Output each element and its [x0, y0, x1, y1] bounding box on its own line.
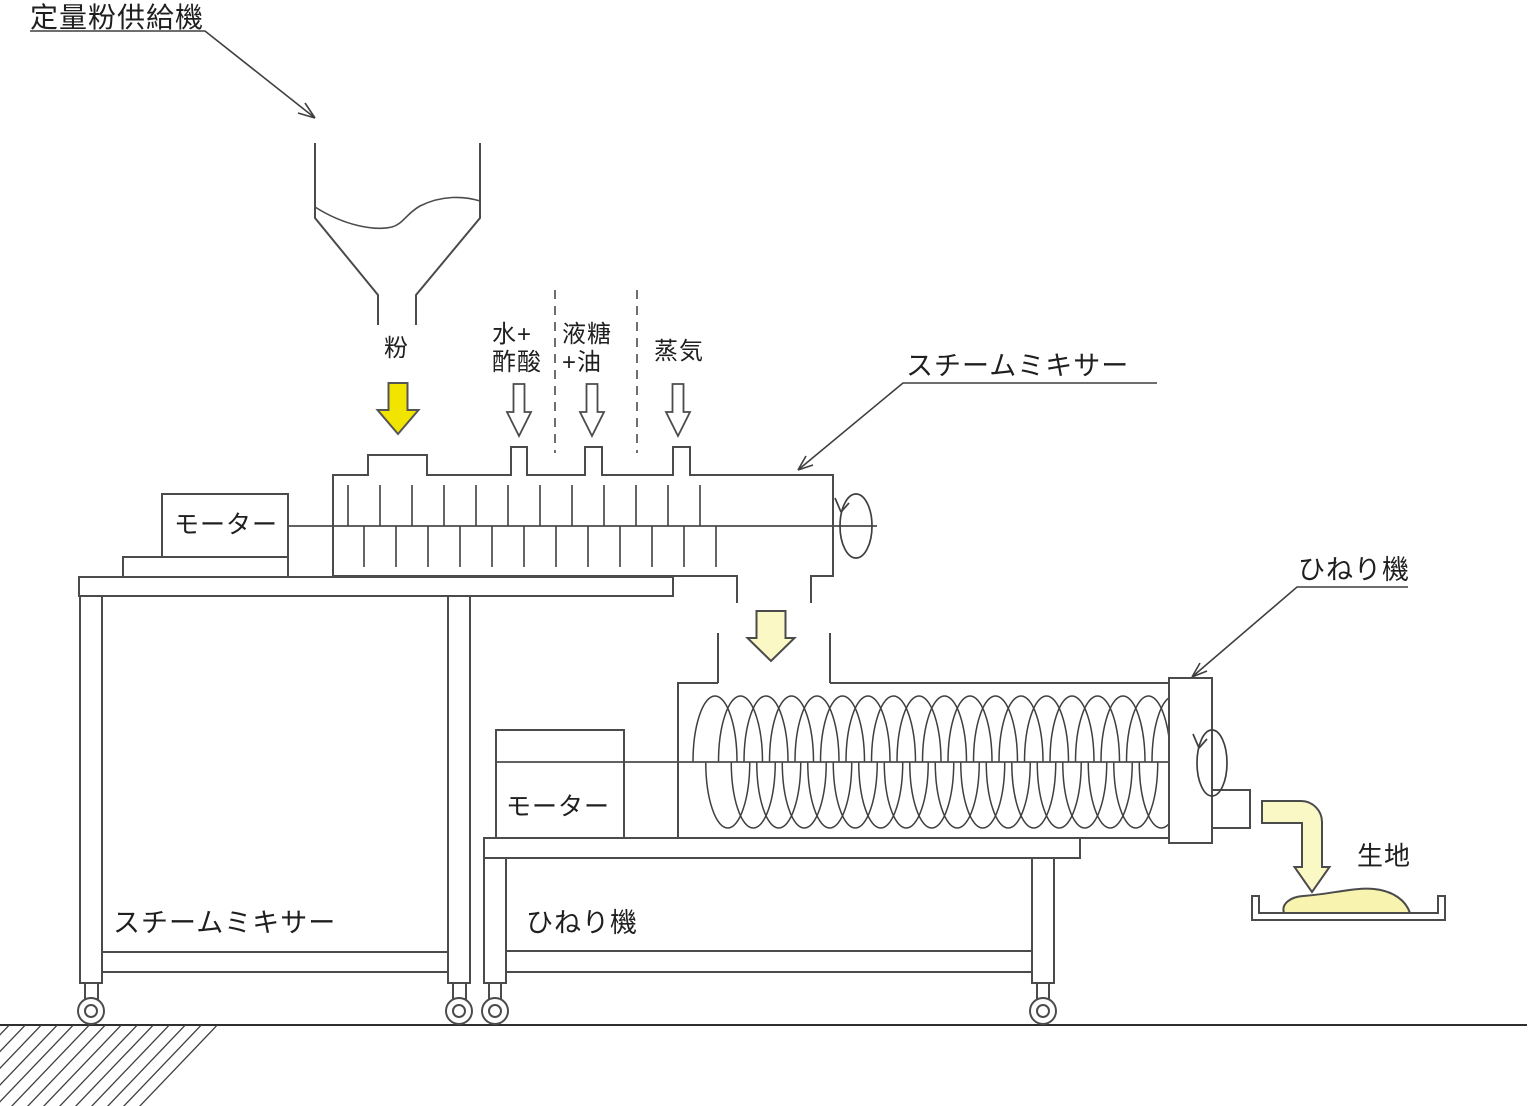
kneader-end-cap	[1168, 677, 1213, 844]
feed-down-arrow-icons	[505, 383, 692, 439]
ground-hatching	[0, 1025, 218, 1106]
dough-blob	[1282, 887, 1412, 914]
mixer-caption: スチームミキサー	[113, 908, 337, 938]
kneader-motor-label: モーター	[506, 793, 611, 821]
dough-label: 生地	[1357, 841, 1412, 871]
kneader-casters	[481, 997, 1057, 1025]
feeder-leader-arrow	[30, 30, 316, 119]
kneader-callout-leader	[1191, 586, 1408, 678]
kneader-callout-label: ひねり機	[1298, 555, 1410, 585]
mixer-rotation-arrow-icon	[834, 493, 873, 559]
dough-out-elbow-arrow-icon	[1261, 800, 1332, 894]
flour-down-arrow-icon	[375, 382, 421, 436]
steam-label: 蒸気	[654, 338, 704, 365]
mixer-motor-label: モーター	[174, 511, 279, 539]
water-acetic-label: 水+ 酢酸	[492, 321, 542, 377]
mixer-casters	[77, 997, 473, 1025]
chute-down-arrow-icon	[745, 610, 797, 663]
kneader-rotation-arrow-icon	[1192, 729, 1228, 797]
powder-feeder-hopper	[314, 143, 481, 325]
sugar-oil-label: 液糖 +油	[562, 321, 612, 377]
mixer-stand	[78, 576, 674, 1000]
kneader-barrel	[677, 633, 1169, 839]
mixer-callout-label: スチームミキサー	[906, 351, 1130, 381]
steam-mixer-barrel	[288, 446, 877, 603]
kneader-motor-box	[495, 729, 625, 839]
mixer-callout-leader	[797, 382, 1157, 471]
feeder-label: 定量粉供給機	[30, 2, 205, 33]
kneader-outlet-stub	[1211, 789, 1251, 829]
flour-label: 粉	[384, 335, 409, 362]
kneader-stand	[483, 837, 1081, 1000]
ground-line	[0, 1024, 1527, 1106]
mixer-paddle-ticks	[347, 485, 717, 567]
kneader-screw-coil	[692, 695, 1169, 829]
ingredient-dividers	[554, 290, 638, 453]
mixer-motor-box	[122, 493, 289, 578]
kneader-caption: ひねり機	[526, 908, 638, 938]
